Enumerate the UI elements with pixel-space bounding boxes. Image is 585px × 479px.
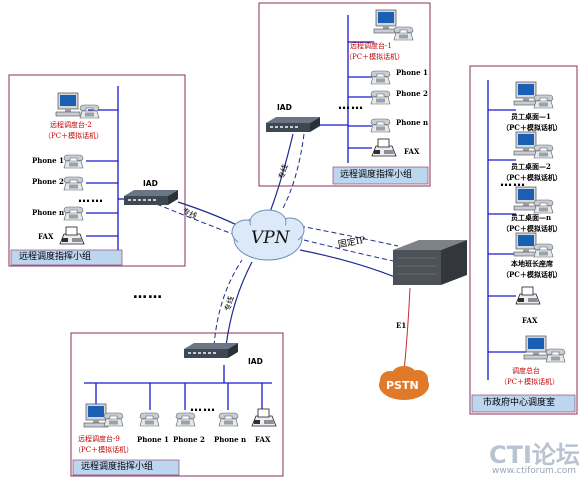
bottom-caption-bar: [72, 459, 180, 476]
left-phone-2-icon: [63, 176, 84, 191]
top-phone-n-label: Phone n: [396, 118, 429, 127]
bottom-iad-device: [184, 343, 238, 358]
left-phone-1-icon: [63, 154, 84, 169]
ctiforum-watermark: CTI论坛: [489, 441, 580, 469]
center-master-pc-icon: [523, 335, 549, 360]
bottom-station-phone-icon: [103, 412, 124, 427]
center-desk2-pc-icon: [513, 131, 539, 156]
center-director-name: 本地班长座席: [511, 259, 553, 268]
top-caption-bar: [332, 166, 429, 185]
left-more-dots: ……: [78, 191, 104, 205]
pstn-label: PSTN: [386, 379, 419, 392]
top-station-phone-icon: [393, 26, 414, 41]
center-group-caption: 市政府中心调度室: [483, 398, 556, 408]
bottom-phone-2-icon: [175, 412, 196, 427]
center-desk1-phone-icon: [533, 94, 554, 109]
center-more-dots: ……: [500, 175, 526, 189]
center-desk1-name: 员工桌面—1: [511, 112, 551, 121]
top-station-desc: （PC＋模拟话机）: [345, 53, 405, 61]
center-desk2-desc: （PC＋模拟话机）: [502, 173, 562, 182]
center-desk2-name: 员工桌面—2: [511, 162, 551, 171]
center-fax-label: FAX: [522, 316, 538, 325]
bottom-phone-n-label: Phone n: [214, 435, 247, 444]
top-iad-device: [266, 117, 320, 132]
top-phone-2-icon: [370, 90, 391, 105]
bottom-fax-icon: [251, 408, 277, 427]
bottom-phone-1-icon: [139, 412, 160, 427]
center-desk2-phone-icon: [533, 144, 554, 159]
top-fax-icon: [371, 138, 397, 157]
center-master-name: 调度总台: [512, 367, 540, 375]
ctiforum-url: www.ctiforum.com: [492, 466, 577, 476]
left-iad-device: [124, 190, 178, 205]
bottom-group-box: [70, 332, 284, 477]
top-phone-n-icon: [370, 118, 391, 133]
more-groups-dots: ……: [133, 286, 163, 302]
left-caption-bar: [10, 249, 123, 266]
left-phone-n-label: Phone n: [32, 208, 65, 217]
top-more-dots: ……: [338, 98, 364, 112]
center-desk1-desc: （PC＋模拟话机）: [502, 123, 562, 132]
center-director-desc: （PC＋模拟话机）: [502, 270, 562, 279]
center-deskn-phone-icon: [533, 199, 554, 214]
left-group-caption: 远程调度指挥小组: [19, 252, 92, 262]
center-master-phone-icon: [545, 348, 566, 363]
bottom-fax-label: FAX: [255, 435, 271, 444]
bottom-iad-label: IAD: [248, 357, 263, 366]
center-director-pc-icon: [513, 232, 539, 257]
bottom-phone-n-icon: [218, 412, 239, 427]
wan-links: [177, 133, 403, 347]
center-deskn-desc: （PC＋模拟话机）: [502, 224, 562, 233]
top-group-caption: 远程调度指挥小组: [340, 170, 413, 180]
top-iad-label: IAD: [277, 103, 292, 112]
vpn-cloud: [231, 209, 305, 261]
vpn-label: VPN: [251, 228, 290, 248]
left-fax-label: FAX: [38, 232, 54, 241]
left-station-pc-icon: [55, 92, 81, 117]
left-station-phone-icon: [79, 104, 100, 119]
bottom-station-desc: （PC＋模拟话机）: [74, 446, 134, 454]
center-master-desc: （PC＋模拟话机）: [500, 378, 560, 386]
e1-line: [403, 287, 411, 373]
bottom-group-caption: 远程调度指挥小组: [81, 462, 154, 472]
bottom-station-name: 远程调度台-9: [78, 435, 120, 443]
top-phone-2-label: Phone 2: [396, 89, 428, 98]
center-deskn-pc-icon: [513, 186, 539, 211]
left-station-name: 远程调度台-2: [50, 121, 92, 129]
e1-label: E1: [396, 321, 407, 330]
center-group-box: [469, 65, 578, 415]
top-fax-label: FAX: [404, 147, 420, 156]
top-phone-1-label: Phone 1: [396, 68, 428, 77]
center-desk1-pc-icon: [513, 81, 539, 106]
left-station-desc: （PC＋模拟话机）: [44, 132, 104, 140]
center-fax-icon: [515, 286, 541, 305]
bottom-more-dots: ……: [190, 400, 216, 414]
bottom-phone-2-label: Phone 2: [173, 435, 205, 444]
pstn-cloud: [379, 366, 429, 400]
left-phone-2-label: Phone 2: [32, 177, 64, 186]
bus-lines: [84, 15, 526, 410]
center-deskn-name: 员工桌面—n: [511, 213, 552, 222]
top-group-box: [258, 2, 431, 187]
central-server: [393, 240, 467, 285]
left-phone-1-label: Phone 1: [32, 156, 64, 165]
center-caption-bar: [471, 394, 576, 413]
center-director-phone-icon: [533, 243, 554, 258]
top-phone-1-icon: [370, 70, 391, 85]
left-fax-icon: [59, 226, 85, 245]
left-iad-label: IAD: [143, 179, 158, 188]
left-phone-n-icon: [63, 206, 84, 221]
top-station-name: 远程调度台-1: [350, 42, 392, 50]
bottom-phone-1-label: Phone 1: [137, 435, 169, 444]
left-group-box: [8, 74, 186, 267]
